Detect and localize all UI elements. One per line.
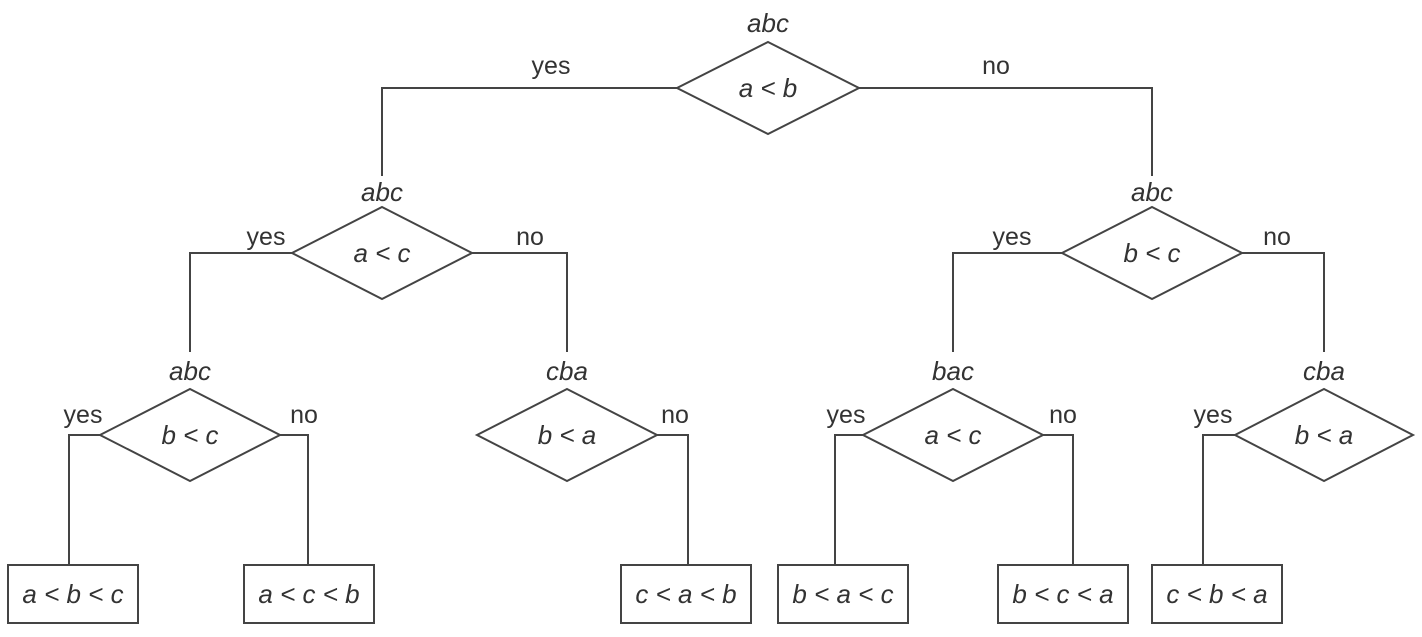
leaf-rect bbox=[243, 564, 375, 624]
edge-left-yes bbox=[189, 252, 292, 352]
decision-diamond bbox=[860, 387, 1046, 483]
node-tag: abc bbox=[747, 8, 789, 38]
edge-left-no bbox=[472, 252, 568, 352]
decision-diamond bbox=[97, 387, 283, 483]
node-condition: b < c bbox=[161, 420, 218, 450]
leaf-rect bbox=[7, 564, 139, 624]
leaf-rect bbox=[997, 564, 1129, 624]
node-condition: b < a bbox=[1295, 420, 1354, 450]
node-tag: abc bbox=[169, 356, 211, 386]
edge-left-left-no bbox=[280, 434, 309, 565]
decision-diamond bbox=[1059, 205, 1245, 301]
edge-right-yes bbox=[952, 252, 1062, 352]
branch-label-no: no bbox=[1263, 223, 1291, 251]
decision-diamond bbox=[289, 205, 475, 301]
branch-label-yes: yes bbox=[827, 401, 866, 429]
decision-diamond bbox=[1232, 387, 1416, 483]
leaf-result: b < c < a bbox=[1012, 579, 1113, 609]
decision-node-right-left: bac a < c bbox=[860, 356, 1046, 483]
edge-root-no bbox=[859, 87, 1153, 176]
edge-right-left-yes bbox=[834, 434, 863, 565]
leaf-result: c < a < b bbox=[635, 579, 736, 609]
node-tag: cba bbox=[1303, 356, 1345, 386]
leaf-result: b < a < c bbox=[792, 579, 893, 609]
node-condition: b < a bbox=[538, 420, 597, 450]
leaf-node: b < a < c bbox=[777, 564, 909, 624]
decision-node-left-right: cba b < a bbox=[474, 356, 660, 483]
decision-node-left-left: abc b < c bbox=[97, 356, 283, 483]
node-tag: cba bbox=[546, 356, 588, 386]
branch-label-no: no bbox=[516, 223, 544, 251]
decision-node-right-right: cba b < a bbox=[1232, 356, 1416, 483]
node-tag: abc bbox=[361, 177, 403, 207]
edge-root-yes bbox=[381, 87, 677, 176]
branch-label-yes: yes bbox=[1194, 401, 1233, 429]
leaf-node: a < c < b bbox=[243, 564, 375, 624]
leaf-result: c < b < a bbox=[1166, 579, 1267, 609]
branch-label-yes: yes bbox=[532, 52, 571, 80]
decision-diamond bbox=[674, 40, 862, 136]
node-condition: a < c bbox=[353, 238, 410, 268]
leaf-rect bbox=[620, 564, 752, 624]
decision-node-root: abc a < b bbox=[674, 8, 862, 136]
branch-label-no: no bbox=[661, 401, 689, 429]
leaf-node: a < b < c bbox=[7, 564, 139, 624]
node-tag: bac bbox=[932, 356, 974, 386]
node-tag: abc bbox=[1131, 177, 1173, 207]
branch-label-no: no bbox=[982, 52, 1010, 80]
decision-node-right: abc b < c bbox=[1059, 177, 1245, 301]
branch-label-no: no bbox=[1049, 401, 1077, 429]
leaf-result: a < c < b bbox=[258, 579, 359, 609]
branch-label-no: no bbox=[290, 401, 318, 429]
edge-right-left-no bbox=[1043, 434, 1074, 565]
leaf-rect bbox=[1151, 564, 1283, 624]
edge-left-right-no bbox=[657, 434, 689, 565]
decision-node-left: abc a < c bbox=[289, 177, 475, 301]
branch-label-yes: yes bbox=[247, 223, 286, 251]
leaf-rect bbox=[777, 564, 909, 624]
leaf-node: c < b < a bbox=[1151, 564, 1283, 624]
leaf-result: a < b < c bbox=[22, 579, 123, 609]
node-condition: a < c bbox=[924, 420, 981, 450]
leaf-boxes: a < b < c a < c < b c < a < b b < a < c … bbox=[7, 564, 1283, 624]
branch-label-yes: yes bbox=[993, 223, 1032, 251]
leaf-node: c < a < b bbox=[620, 564, 752, 624]
edge-left-left-yes bbox=[68, 434, 100, 565]
leaf-node: b < c < a bbox=[997, 564, 1129, 624]
edge-right-no bbox=[1242, 252, 1325, 352]
node-condition: b < c bbox=[1123, 238, 1180, 268]
edges bbox=[68, 87, 1325, 565]
decision-diamond bbox=[474, 387, 660, 483]
node-condition: a < b bbox=[739, 73, 798, 103]
branch-label-yes: yes bbox=[64, 401, 103, 429]
edge-right-right-yes bbox=[1202, 434, 1235, 565]
branch-labels: yes no yes no yes no yes no no yes no ye… bbox=[64, 52, 1291, 429]
